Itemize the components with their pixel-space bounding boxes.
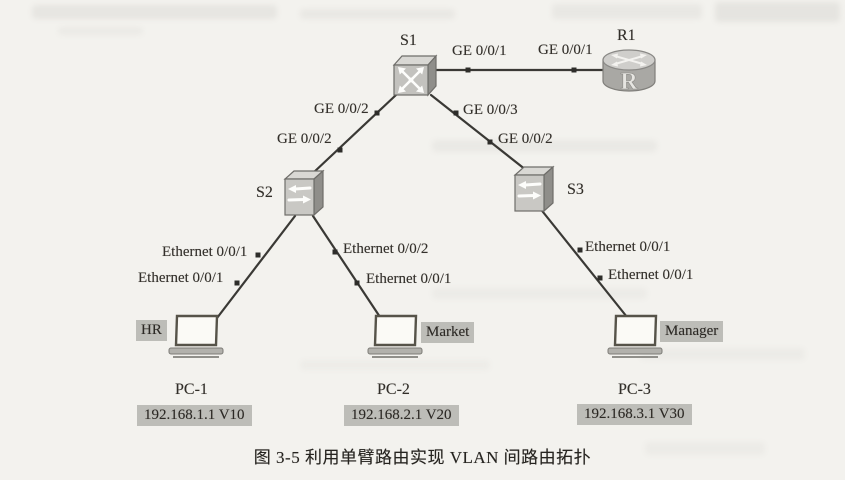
router-letter: R: [620, 69, 638, 95]
if-r1-to-s1: GE 0/0/1: [538, 42, 593, 58]
link-s1-s3: [429, 93, 528, 172]
link-junction-dots: [234, 67, 603, 286]
if-s2-to-s1: GE 0/0/2: [277, 131, 332, 147]
pc3-ip-address: 192.168.3.1 V30: [577, 404, 692, 425]
if-pc1-to-s2: Ethernet 0/0/1: [138, 270, 224, 286]
if-s2-to-pc2: Ethernet 0/0/2: [343, 241, 429, 257]
figure-caption: 图 3-5 利用单臂路由实现 VLAN 间路由拓扑: [253, 448, 592, 467]
pc1-laptop-icon: [168, 313, 226, 361]
r1-router-icon: R: [601, 47, 657, 95]
link-s3-pc3: [537, 205, 629, 319]
if-s1-to-s2: GE 0/0/2: [314, 101, 369, 117]
s2-switch-icon: [283, 167, 325, 219]
link-s2-pc2: [311, 214, 382, 319]
pc3-laptop-icon: [607, 313, 665, 361]
if-pc3-to-s3: Ethernet 0/0/1: [608, 267, 694, 283]
r1-label: R1: [617, 27, 636, 44]
s1-core-switch-icon: [390, 53, 438, 97]
s2-label: S2: [256, 184, 273, 201]
pc1-ip-address: 192.168.1.1 V10: [137, 405, 252, 426]
pc3-dept-tag: Manager: [660, 321, 724, 342]
pc2-dept-tag: Market: [421, 322, 475, 343]
s1-label: S1: [400, 32, 417, 49]
s3-switch-icon: [513, 163, 555, 215]
pc2-label: PC-2: [377, 381, 410, 398]
pc3-label: PC-3: [618, 381, 651, 398]
pc2-ip-address: 192.168.2.1 V20: [344, 405, 459, 426]
pc2-laptop-icon: [367, 313, 425, 361]
if-pc2-to-s2: Ethernet 0/0/1: [366, 271, 452, 287]
s3-label: S3: [567, 181, 584, 198]
if-s3-to-pc3: Ethernet 0/0/1: [585, 239, 671, 255]
pc1-dept-tag: HR: [136, 320, 167, 341]
if-s1-to-r1: GE 0/0/1: [452, 43, 507, 59]
if-s2-to-pc1: Ethernet 0/0/1: [162, 244, 248, 260]
pc1-label: PC-1: [175, 381, 208, 398]
link-s2-pc1: [215, 214, 297, 320]
link-s1-s2: [311, 93, 398, 175]
if-s3-to-s1: GE 0/0/2: [498, 131, 553, 147]
if-s1-to-s3: GE 0/0/3: [463, 102, 518, 118]
